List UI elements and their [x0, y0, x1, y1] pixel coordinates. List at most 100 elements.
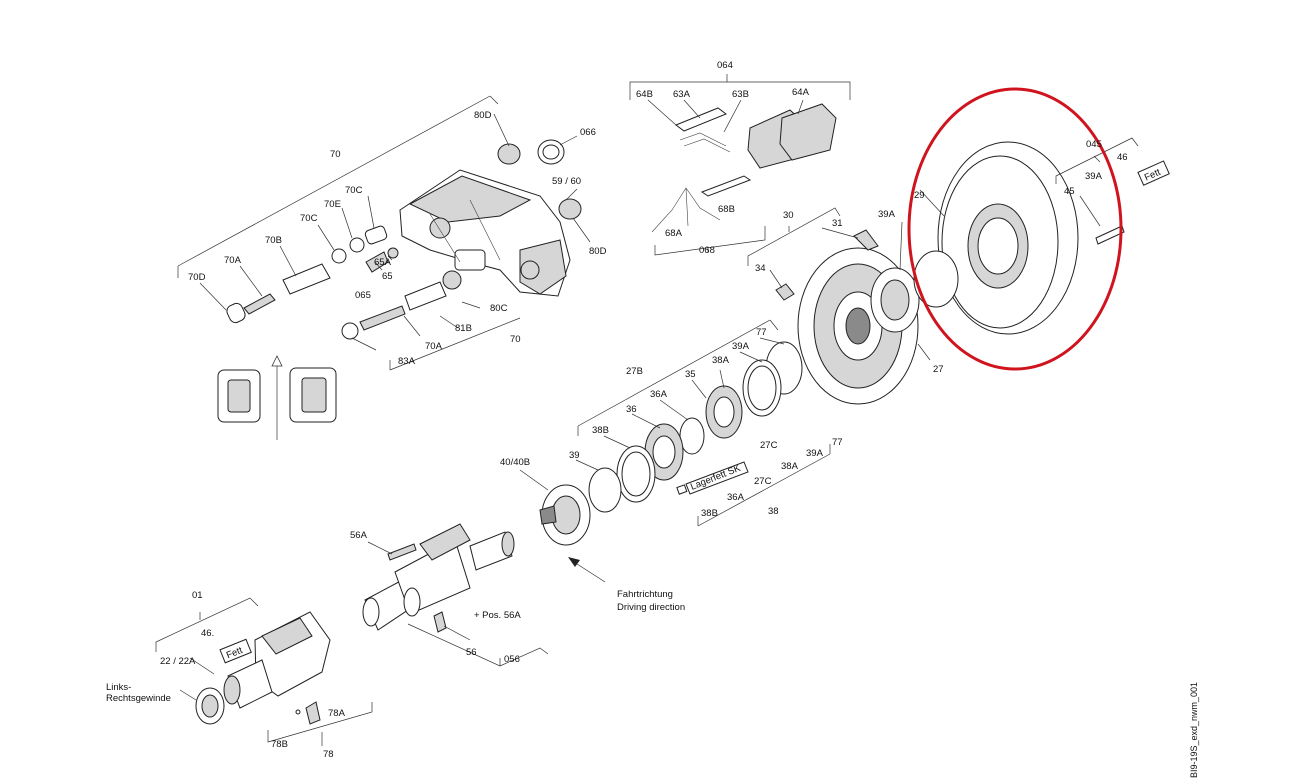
brake-disc-group: [907, 87, 1139, 371]
axle-body-group: [362, 523, 549, 667]
label-lagerfett-sk: Lagerfett SK: [689, 463, 743, 493]
label-70B: 70B: [265, 235, 282, 246]
label-064: 064: [717, 60, 733, 71]
label-39: 39: [569, 450, 580, 461]
label-70A-top: 70A: [224, 255, 242, 266]
label-056: 056: [504, 654, 520, 665]
disc-screw: [1095, 225, 1125, 245]
caliper-seals: [442, 139, 582, 290]
label-29: 29: [914, 190, 925, 201]
dust-shield-ring: [913, 250, 959, 308]
bolt-56: [433, 611, 447, 633]
label-22-22A: 22 / 22A: [160, 656, 196, 667]
label-pos-56A: + Pos. 56A: [474, 610, 521, 621]
label-78: 78: [323, 749, 334, 760]
orientation-views: [217, 355, 337, 440]
label-65A: 65A: [374, 257, 392, 268]
highlight-circle: [907, 87, 1123, 371]
stub-axle-group: [155, 597, 373, 746]
label-65: 65: [382, 271, 393, 282]
label-27: 27: [933, 364, 944, 375]
label-46-top: 46: [1117, 152, 1128, 163]
label-64B: 64B: [636, 89, 653, 100]
guide-pin-upper: [226, 225, 388, 324]
part-labels: 064 64B 63A 63B 64A 68A 68B 068 70 80D 0…: [106, 60, 1199, 778]
label-70-bot: 70: [510, 334, 521, 345]
caliper-assembly-group: [177, 95, 591, 371]
label-70C-b: 70C: [300, 213, 318, 224]
label-70D: 70D: [188, 272, 206, 283]
label-83A: 83A: [398, 356, 416, 367]
label-38B-b: 38B: [701, 508, 718, 519]
fett-tag-bot: Fett: [219, 638, 252, 664]
label-63B: 63B: [732, 89, 749, 100]
label-fahrtrichtung: Fahrtrichtung: [617, 589, 673, 600]
label-59-60: 59 / 60: [552, 176, 581, 187]
pin-78A: [305, 701, 321, 725]
label-36A-b: 36A: [727, 492, 745, 503]
label-70A-bot: 70A: [425, 341, 443, 352]
label-70E: 70E: [324, 199, 341, 210]
label-35: 35: [685, 369, 696, 380]
bearing-kit-group: [575, 319, 831, 527]
label-40-40B: 40/40B: [500, 457, 530, 468]
grease-tube: [676, 461, 749, 495]
label-27C-b: 27C: [754, 476, 772, 487]
label-36: 36: [626, 404, 637, 415]
label-78A: 78A: [328, 708, 346, 719]
label-39A-top: 39A: [878, 209, 896, 220]
label-68A: 68A: [665, 228, 683, 239]
bolt-56A: [387, 543, 417, 561]
label-80D-top: 80D: [474, 110, 492, 121]
label-065: 065: [355, 290, 371, 301]
label-39A-r: 39A: [1085, 171, 1103, 182]
fett-tag-top: Fett: [1137, 160, 1170, 186]
label-066: 066: [580, 127, 596, 138]
label-31: 31: [832, 218, 843, 229]
guide-pin-lower: [341, 247, 447, 340]
drawing-code: BI9-19S_exd_nwm_001: [1189, 682, 1199, 778]
label-70: 70: [330, 149, 341, 160]
direction-arrow: [568, 557, 580, 567]
label-78B: 78B: [271, 739, 288, 750]
label-80D-r: 80D: [589, 246, 607, 257]
label-56: 56: [466, 647, 477, 658]
label-77-b: 77: [832, 437, 843, 448]
label-68B: 68B: [718, 204, 735, 215]
label-80C: 80C: [490, 303, 508, 314]
hub-nut: [775, 283, 795, 301]
label-links: Links-: [106, 682, 131, 693]
label-27B: 27B: [626, 366, 643, 377]
label-77-top: 77: [756, 327, 767, 338]
label-27C-a: 27C: [760, 440, 778, 451]
label-045: 045: [1086, 139, 1102, 150]
label-64A: 64A: [792, 87, 810, 98]
label-63A: 63A: [673, 89, 691, 100]
label-01: 01: [192, 590, 203, 601]
wheel-hub-group: [747, 207, 931, 405]
brake-pad-right: [779, 103, 837, 161]
label-39A-b: 39A: [806, 448, 824, 459]
caliper-housing: [399, 169, 571, 297]
label-36A-top: 36A: [650, 389, 668, 400]
wheel-stud: [853, 229, 879, 251]
label-rechtsgewinde: Rechtsgewinde: [106, 693, 171, 704]
label-38A-b: 38A: [781, 461, 799, 472]
label-81B: 81B: [455, 323, 472, 334]
label-70C-a: 70C: [345, 185, 363, 196]
label-46-bot: 46.: [201, 628, 214, 639]
label-068: 068: [699, 245, 715, 256]
label-45: 45: [1064, 186, 1075, 197]
label-driving-direction: Driving direction: [617, 602, 685, 613]
label-30: 30: [783, 210, 794, 221]
label-34: 34: [755, 263, 766, 274]
axle-flange: [419, 523, 471, 561]
label-38-b: 38: [768, 506, 779, 517]
hub-cap-group: [519, 469, 606, 583]
label-38A-top: 38A: [712, 355, 730, 366]
label-39A-mid: 39A: [732, 341, 750, 352]
label-38B-top: 38B: [592, 425, 609, 436]
brake-pad-kit-group: [629, 74, 851, 256]
label-56A-top: 56A: [350, 530, 368, 541]
